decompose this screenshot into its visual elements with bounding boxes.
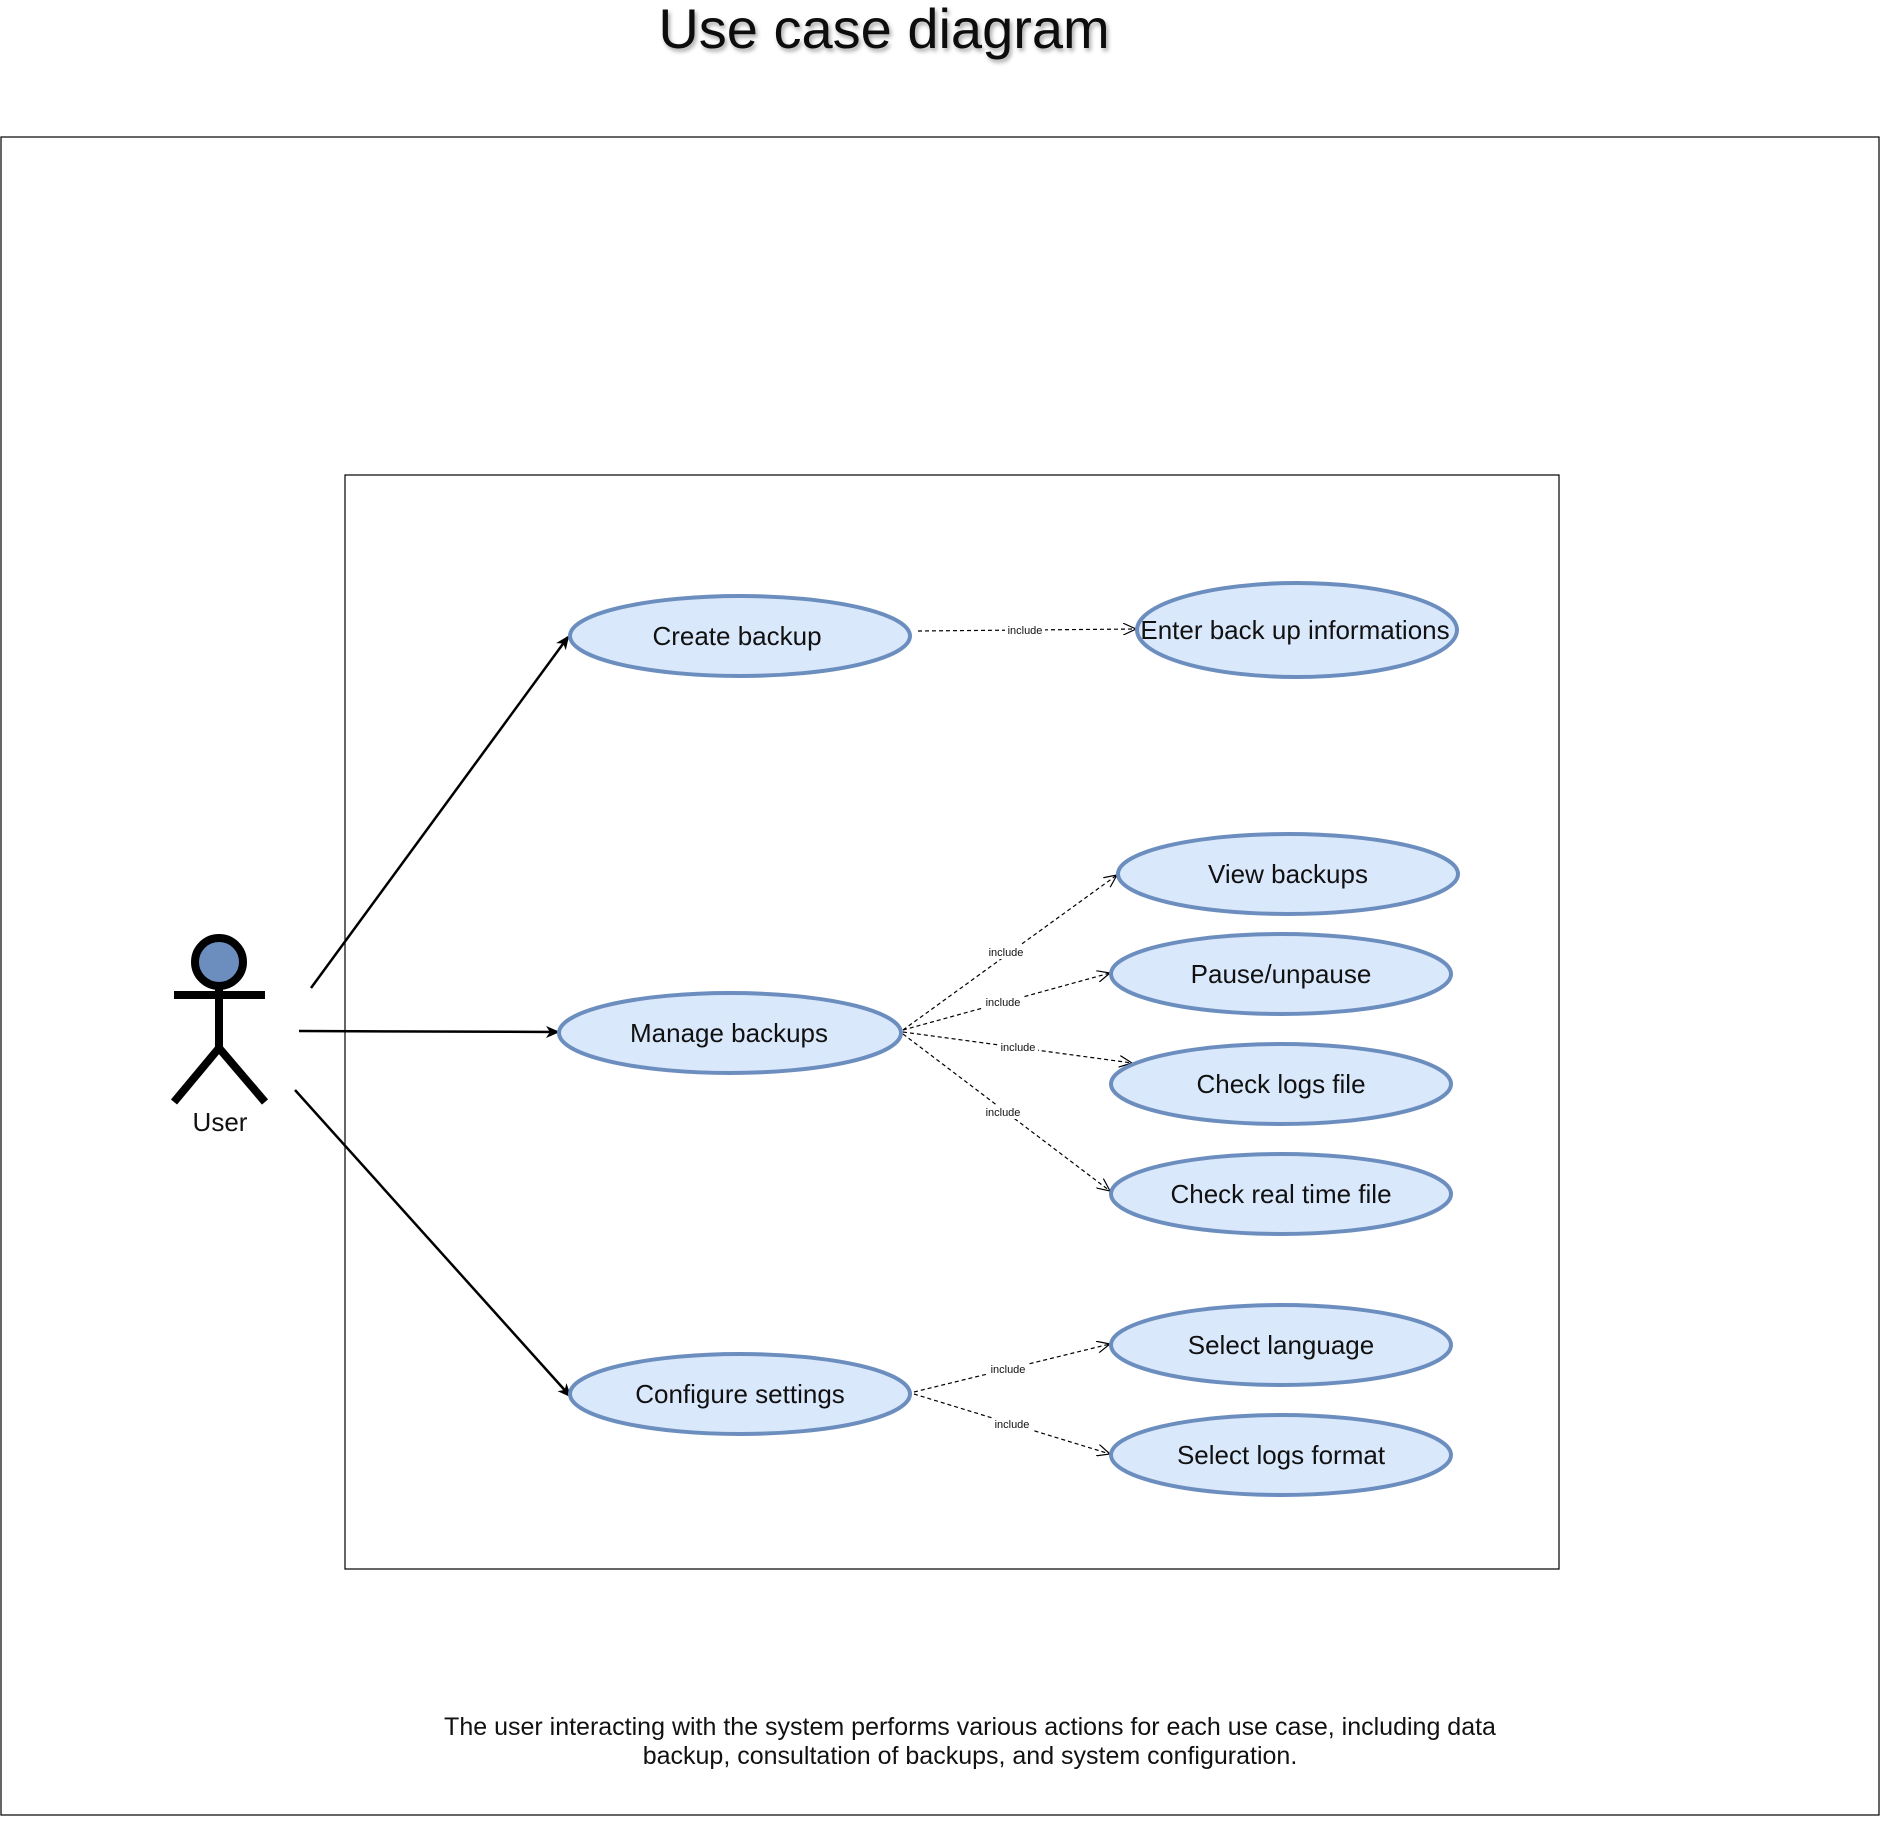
usecase-label: Select logs format xyxy=(1177,1440,1386,1470)
system-boundary xyxy=(344,474,1560,1570)
usecase-select-logs-format[interactable]: Select logs format xyxy=(1109,1413,1453,1497)
usecase-view-backups[interactable]: View backups xyxy=(1116,832,1460,916)
association-user-configure-settings xyxy=(294,1089,572,1398)
actor-user[interactable]: User xyxy=(170,934,269,1137)
include-label: include xyxy=(991,1364,1026,1376)
include-configure-logs-format xyxy=(913,1393,1110,1454)
usecase-create-backup[interactable]: Create backup xyxy=(568,594,912,678)
caption-line-2: backup, consultation of backups, and sys… xyxy=(643,1742,1298,1770)
usecase-configure-settings[interactable]: Configure settings xyxy=(568,1352,912,1436)
include-create-enter-info xyxy=(917,629,1136,631)
usecase-manage-backups[interactable]: Manage backups xyxy=(557,991,903,1075)
usecase-enter-backup-info[interactable]: Enter back up informations xyxy=(1135,581,1459,679)
usecase-label: Configure settings xyxy=(635,1379,845,1409)
include-label: include xyxy=(986,997,1021,1009)
association-lines xyxy=(294,635,572,1398)
include-label: include xyxy=(986,1107,1021,1119)
include-label: include xyxy=(1001,1042,1036,1054)
association-user-manage-backups xyxy=(298,1025,560,1038)
usecase-label: Check logs file xyxy=(1196,1069,1365,1099)
outer-frame xyxy=(0,136,1880,1816)
actor-label: User xyxy=(193,1107,248,1137)
actor-right-leg xyxy=(215,1045,269,1105)
include-label: include xyxy=(995,1419,1030,1431)
include-label: include xyxy=(1008,625,1043,637)
usecase-label: View backups xyxy=(1208,859,1368,889)
association-user-create-backup xyxy=(309,635,570,989)
usecase-label: Enter back up informations xyxy=(1140,615,1449,645)
usecase-check-realtime-file[interactable]: Check real time file xyxy=(1109,1152,1453,1236)
usecase-check-logs-file[interactable]: Check logs file xyxy=(1109,1042,1453,1126)
diagram-title: Use case diagram xyxy=(658,0,1109,60)
include-lines xyxy=(902,629,1136,1454)
include-labels: include include include include include … xyxy=(983,623,1045,1431)
include-manage-view xyxy=(902,875,1117,1031)
usecase-label: Manage backups xyxy=(630,1018,828,1048)
usecase-label: Pause/unpause xyxy=(1191,959,1372,989)
usecase-pause-unpause[interactable]: Pause/unpause xyxy=(1109,932,1453,1016)
usecase-label: Select language xyxy=(1188,1330,1374,1360)
actor-left-leg xyxy=(170,1045,223,1105)
usecase-label: Check real time file xyxy=(1170,1179,1391,1209)
usecase-select-language[interactable]: Select language xyxy=(1109,1303,1453,1387)
actor-head-icon xyxy=(191,934,247,990)
include-label: include xyxy=(989,947,1024,959)
caption-line-1: The user interacting with the system per… xyxy=(444,1713,1496,1741)
usecase-label: Create backup xyxy=(652,621,821,651)
